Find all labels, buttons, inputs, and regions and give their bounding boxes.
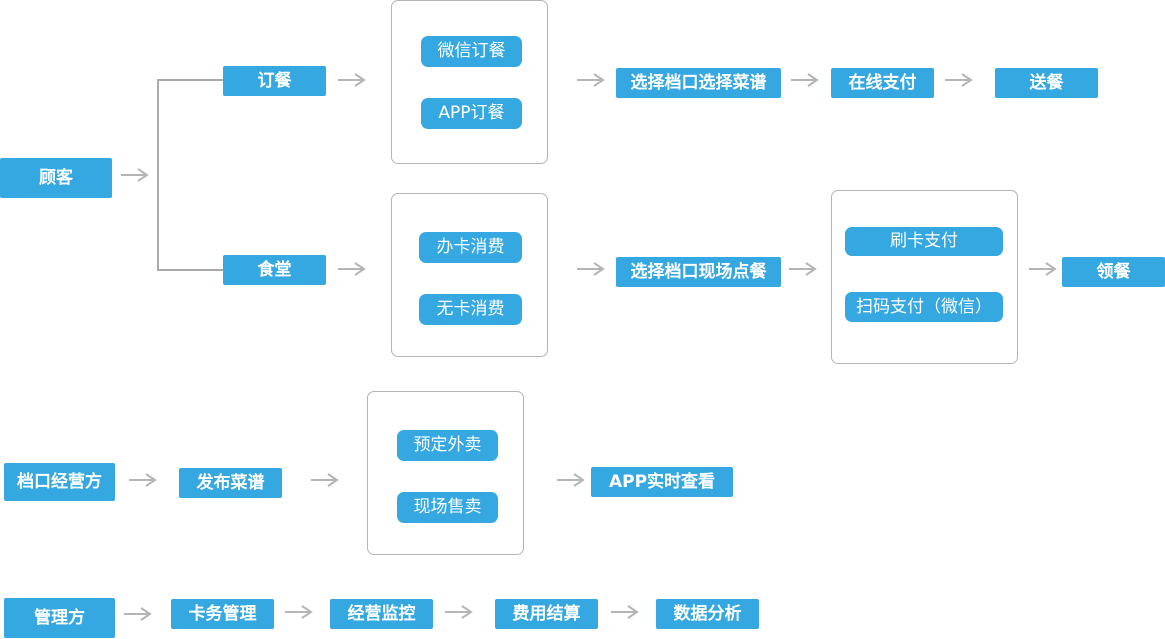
canteen-node: 食堂 <box>223 255 326 285</box>
arrow-icon <box>791 73 819 87</box>
operation-monitor-node: 经营监控 <box>330 599 433 629</box>
arrow-icon <box>285 605 313 619</box>
preorder-takeout-node: 预定外卖 <box>397 430 498 461</box>
app-realtime-view-node: APP实时查看 <box>591 467 733 497</box>
arrow-icon <box>121 168 149 182</box>
arrow-icon <box>129 473 157 487</box>
arrow-icon <box>1029 262 1057 276</box>
online-pay-node: 在线支付 <box>831 68 934 98</box>
arrow-icon <box>577 262 605 276</box>
arrow-icon <box>789 262 817 276</box>
arrow-icon <box>124 607 152 621</box>
scan-pay-node: 扫码支付（微信） <box>845 292 1003 322</box>
order-node: 订餐 <box>223 66 326 96</box>
card-management-node: 卡务管理 <box>171 599 274 629</box>
onsite-sale-node: 现场售卖 <box>397 492 498 523</box>
card-pay-node: 刷卡支付 <box>845 227 1003 256</box>
arrow-icon <box>557 473 585 487</box>
select-stall-onsite-node: 选择档口现场点餐 <box>616 257 781 287</box>
branch-connector <box>157 79 223 271</box>
cardless-consume-node: 无卡消费 <box>419 294 522 325</box>
card-mode-group <box>391 193 548 357</box>
pickup-node: 领餐 <box>1062 257 1165 287</box>
app-order-node: APP订餐 <box>421 98 522 129</box>
wechat-order-node: 微信订餐 <box>421 36 522 67</box>
arrow-icon <box>577 73 605 87</box>
fee-settlement-node: 费用结算 <box>495 599 598 629</box>
delivery-node: 送餐 <box>995 68 1098 98</box>
arrow-icon <box>445 605 473 619</box>
arrow-icon <box>611 605 639 619</box>
arrow-icon <box>945 73 973 87</box>
sales-mode-group <box>367 391 524 555</box>
payment-group <box>831 190 1018 364</box>
select-stall-menu-node: 选择档口选择菜谱 <box>616 68 781 98</box>
arrow-icon <box>338 73 366 87</box>
publish-menu-node: 发布菜谱 <box>179 468 282 498</box>
customer-node: 顾客 <box>0 158 112 198</box>
arrow-icon <box>338 262 366 276</box>
manager-node: 管理方 <box>4 598 115 638</box>
card-consume-node: 办卡消费 <box>419 232 522 263</box>
arrow-icon <box>311 473 339 487</box>
data-analysis-node: 数据分析 <box>656 599 759 629</box>
stall-operator-node: 档口经营方 <box>4 463 115 501</box>
order-channel-group <box>391 0 548 164</box>
